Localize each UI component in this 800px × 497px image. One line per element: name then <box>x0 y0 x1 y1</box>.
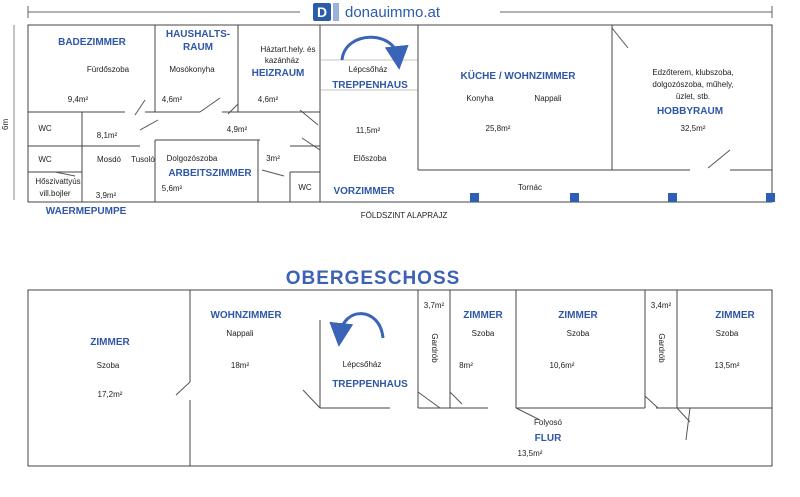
badezimmer-hu: Fürdőszoba <box>87 65 130 74</box>
logo-letter: D <box>317 4 327 20</box>
hobbyraum-area: 32,5m² <box>681 124 706 133</box>
pillar-icon <box>570 193 579 202</box>
waermepumpe-hu-2: vill.bojler <box>39 189 70 198</box>
logo-mark-icon <box>313 3 331 21</box>
pillar-icon <box>766 193 775 202</box>
dimension-label: 6m <box>1 119 10 130</box>
arbeitszimmer-area: 5,6m² <box>162 184 183 193</box>
flur-area: 13,5m² <box>518 449 543 458</box>
zimmer-1-hu: Szoba <box>97 361 120 370</box>
side-dimension: 6m <box>1 25 15 200</box>
zimmer-2-label: ZIMMER <box>463 310 503 321</box>
ground-plan-title: FÖLDSZINT ALAPRAJZ <box>361 211 448 220</box>
vorzimmer-area: 11,5m² <box>356 126 381 135</box>
haushaltsraum-area: 4,6m² <box>162 95 183 104</box>
stair-arrow-down-icon <box>329 312 385 347</box>
arbeitszimmer-label: ARBEITSZIMMER <box>168 168 252 179</box>
wohnzimmer-area: 18m² <box>231 361 250 370</box>
treppenhaus-label: TREPPENHAUS <box>332 80 408 91</box>
vorzimmer-hu: Előszoba <box>354 154 387 163</box>
zimmer-3-hu: Szoba <box>567 329 590 338</box>
wc-1-label: WC <box>38 124 52 133</box>
zimmer-3-area: 10,6m² <box>550 361 575 370</box>
zimmer-4-hu: Szoba <box>716 329 739 338</box>
heizraum-hu-2: kazánház <box>265 56 299 65</box>
heizraum-area: 4,6m² <box>258 95 279 104</box>
wohnzimmer-label: WOHNZIMMER <box>210 310 282 321</box>
garderobe-2-area: 3,4m² <box>651 301 672 310</box>
terrace-pillars <box>470 193 775 202</box>
upper-floor-labels: ZIMMER Szoba 17,2m² WOHNZIMMER Nappali 1… <box>90 301 755 458</box>
kueche-hu-1: Konyha <box>466 94 494 103</box>
garderobe-1-label: Gardrób <box>430 333 439 363</box>
ground-floor-labels: BADEZIMMER Fürdőszoba 9,4m² HAUSHALTS- R… <box>35 29 733 220</box>
flur-label: FLUR <box>535 433 562 444</box>
corridor-1-area: 8,1m² <box>97 131 118 140</box>
kueche-label: KÜCHE / WOHNZIMMER <box>461 69 577 82</box>
heizraum-label: HEIZRAUM <box>252 68 305 79</box>
wohnzimmer-hu: Nappali <box>226 329 253 338</box>
small-wc-label: WC <box>298 183 312 192</box>
brand-logo: D donauimmo.at <box>300 1 500 23</box>
waermepumpe-label: WAERMEPUMPE <box>46 206 127 217</box>
wc-2-label: WC <box>38 155 52 164</box>
upper-treppenhaus-hu: Lépcsőház <box>343 360 382 369</box>
waermepumpe-hu-1: Hőszivattyús <box>35 177 80 186</box>
upper-treppenhaus-label: TREPPENHAUS <box>332 379 408 390</box>
upper-floor-title: OBERGESCHOSS <box>286 268 461 289</box>
hobbyraum-hu-3: üzlet, stb. <box>676 92 710 101</box>
vorzimmer-label: VORZIMMER <box>333 186 395 197</box>
hobbyraum-hu-2: dolgozószoba, műhely, <box>652 80 733 89</box>
badezimmer-area: 9,4m² <box>68 95 89 104</box>
zimmer-2-hu: Szoba <box>472 329 495 338</box>
terrace-label: Tornác <box>518 183 542 192</box>
brand-name: donauimmo.at <box>345 4 441 21</box>
flur-hu: Folyosó <box>534 418 563 427</box>
heizraum-hu-1: Háztart.hely. és <box>261 45 316 54</box>
pillar-icon <box>470 193 479 202</box>
zimmer-4-label: ZIMMER <box>715 310 755 321</box>
zimmer-3-label: ZIMMER <box>558 310 598 321</box>
haushaltsraum-label-2: RAUM <box>183 42 213 53</box>
tusolo-label: Tusoló <box>131 155 155 164</box>
zimmer-1-label: ZIMMER <box>90 337 130 348</box>
zimmer-2-area: 8m² <box>459 361 473 370</box>
kueche-hu-2: Nappali <box>534 94 561 103</box>
haushaltsraum-hu: Mosókonyha <box>169 65 215 74</box>
garderobe-2-label: Gardrób <box>657 333 666 363</box>
badezimmer-label: BADEZIMMER <box>58 37 127 48</box>
small-wc-area: 3m² <box>266 154 280 163</box>
kueche-area: 25,8m² <box>486 124 511 133</box>
mosdo-label: Mosdó <box>97 155 122 164</box>
zimmer-4-area: 13,5m² <box>715 361 740 370</box>
stair-arrow-up-icon <box>340 35 409 70</box>
arbeitszimmer-hu: Dolgozószoba <box>167 154 218 163</box>
haushaltsraum-label-1: HAUSHALTS- <box>166 29 230 40</box>
zimmer-1-area: 17,2m² <box>98 390 123 399</box>
pillar-icon <box>668 193 677 202</box>
treppenhaus-hu: Lépcsőház <box>349 65 388 74</box>
waermepumpe-area: 3,9m² <box>96 191 117 200</box>
ground-floor-walls <box>27 24 773 203</box>
upper-floor-walls <box>27 289 773 467</box>
hobbyraum-label: HOBBYRAUM <box>657 106 723 117</box>
corridor-2-area: 4,9m² <box>227 125 248 134</box>
garderobe-1-area: 3,7m² <box>424 301 445 310</box>
hobbyraum-hu-1: Edzőterem, klubszoba, <box>652 68 733 77</box>
